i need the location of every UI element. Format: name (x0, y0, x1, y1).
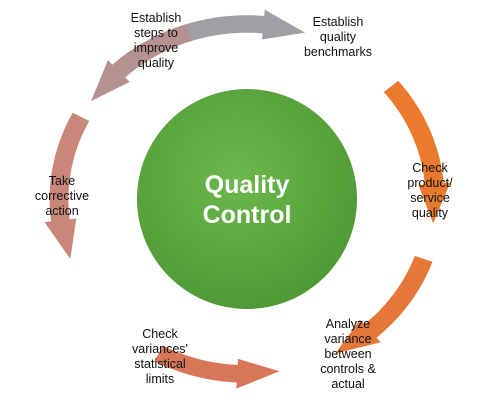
step-label-line: Analyze (326, 317, 371, 331)
step-labels: EstablishqualitybenchmarksCheckproduct/s… (35, 11, 453, 391)
step-label-line: Establish (131, 11, 182, 25)
step-label-line: steps to (134, 26, 178, 40)
arrow-left-upper (91, 24, 192, 102)
step-label-line: quality (138, 56, 175, 70)
step-label-line: benchmarks (304, 45, 372, 59)
step-label-line: product/ (407, 176, 453, 190)
step-label-line: corrective (35, 189, 89, 203)
step-label-line: variances' (132, 342, 188, 356)
step-label-line: controls & (320, 362, 376, 376)
step-label-line: quality (320, 30, 357, 44)
step-label-line: Check (142, 327, 178, 341)
arrow-right-upper (383, 80, 451, 224)
step-label-line: variance (324, 332, 371, 346)
step-label-line: service (410, 191, 450, 205)
step-label-line: limits (146, 372, 174, 386)
step-label-line: improve (134, 41, 179, 55)
arrow-bottom (154, 345, 280, 389)
arrow-top (179, 9, 306, 43)
step-label-line: actual (331, 377, 364, 391)
center-title-line2: Control (203, 201, 292, 229)
step-label-line: quality (412, 206, 449, 220)
step-label-line: statistical (134, 357, 185, 371)
step-label-line: Take (49, 174, 75, 188)
center-circle (137, 89, 357, 309)
step-label-line: action (45, 204, 78, 218)
step-label-line: Check (412, 161, 448, 175)
step-label-line: Establish (313, 15, 364, 29)
step-label-line: between (324, 347, 371, 361)
arrow-right-lower (335, 255, 433, 354)
cycle-arrows (44, 9, 451, 389)
center-title-line1: Quality (205, 171, 290, 199)
arrow-left-lower (44, 112, 90, 259)
